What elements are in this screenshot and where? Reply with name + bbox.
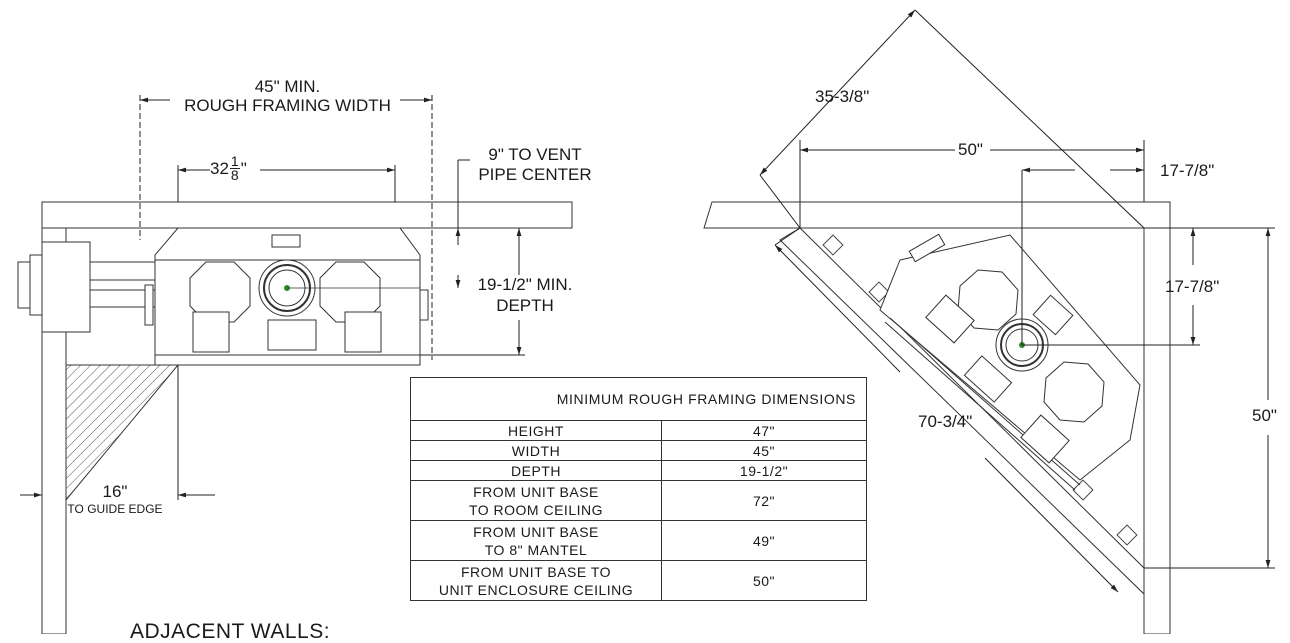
table-row: FROM UNIT BASE TO 8" MANTEL 49" bbox=[410, 520, 867, 561]
corner-top-wall bbox=[703, 201, 1171, 229]
guide-value: 16" bbox=[102, 482, 128, 501]
width-dim-num: 1 bbox=[229, 153, 240, 169]
vent-label: 9" TO VENT PIPE CENTER bbox=[470, 146, 600, 183]
row-label: DEPTH bbox=[410, 460, 662, 481]
row-label-line1: FROM UNIT BASE TO bbox=[460, 563, 612, 580]
corner-diagonal-framing bbox=[779, 227, 1145, 596]
depth-line1: 19-1/2" MIN. bbox=[477, 275, 573, 294]
vent-line1: 9" TO VENT bbox=[488, 145, 582, 164]
table-row: HEIGHT 47" bbox=[410, 420, 867, 441]
table-title: MINIMUM ROUGH FRAMING DIMENSIONS bbox=[410, 377, 867, 421]
guide-text: TO GUIDE EDGE bbox=[67, 502, 163, 516]
width-dim-label: 32 1 8 " bbox=[210, 153, 247, 183]
rough-width-label: 45" MIN. ROUGH FRAMING WIDTH bbox=[170, 78, 405, 114]
corner-diag-long-label: 70-3/4" bbox=[918, 412, 973, 431]
row-value: 45" bbox=[661, 440, 867, 461]
width-dim-whole: 32 bbox=[210, 159, 229, 178]
front-top-beam bbox=[41, 201, 573, 229]
min-framing-table: MINIMUM ROUGH FRAMING DIMENSIONS HEIGHT … bbox=[410, 377, 867, 601]
row-label: FROM UNIT BASE TO UNIT ENCLOSURE CEILING bbox=[410, 560, 662, 601]
row-label-line1: FROM UNIT BASE bbox=[473, 483, 599, 500]
corner-height-side-label: 50" bbox=[1252, 406, 1277, 425]
table-row: FROM UNIT BASE TO UNIT ENCLOSURE CEILING… bbox=[410, 560, 867, 601]
front-hatched-wall bbox=[65, 364, 180, 502]
adjacent-walls-heading: ADJACENT WALLS: bbox=[130, 620, 331, 643]
rough-width-line2: ROUGH FRAMING WIDTH bbox=[184, 96, 391, 115]
row-label: FROM UNIT BASE TO 8" MANTEL bbox=[410, 520, 662, 561]
table-row: WIDTH 45" bbox=[410, 440, 867, 461]
row-value: 19-1/2" bbox=[661, 460, 867, 481]
corner-view bbox=[703, 201, 1171, 634]
row-label-line2: UNIT ENCLOSURE CEILING bbox=[438, 581, 634, 598]
rough-width-line1: 45" MIN. bbox=[254, 77, 321, 96]
front-center-pipe bbox=[258, 259, 420, 317]
row-label: WIDTH bbox=[410, 440, 662, 461]
row-label: HEIGHT bbox=[410, 420, 662, 441]
row-label: FROM UNIT BASE TO ROOM CEILING bbox=[410, 480, 662, 521]
width-dim-suffix: " bbox=[240, 159, 247, 178]
front-vent-pipe bbox=[17, 241, 156, 333]
vent-line2: PIPE CENTER bbox=[478, 165, 592, 184]
guide-label: 16" TO GUIDE EDGE bbox=[50, 483, 180, 515]
corner-octagon-top bbox=[957, 269, 1019, 331]
table-row: FROM UNIT BASE TO ROOM CEILING 72" bbox=[410, 480, 867, 521]
row-value: 49" bbox=[661, 520, 867, 561]
row-label-line2: TO ROOM CEILING bbox=[468, 501, 604, 518]
front-octagon-left bbox=[189, 261, 251, 323]
corner-diag-top-label: 35-3/8" bbox=[815, 87, 870, 106]
front-view bbox=[17, 201, 573, 634]
corner-offset-side-label: 17-7/8" bbox=[1165, 277, 1220, 296]
corner-width-top-label: 50" bbox=[958, 140, 983, 159]
corner-octagon-bottom bbox=[1043, 361, 1105, 423]
table-header-row: MINIMUM ROUGH FRAMING DIMENSIONS bbox=[410, 377, 867, 421]
front-dimensions bbox=[20, 95, 525, 500]
row-label-line2: TO 8" MANTEL bbox=[484, 541, 588, 558]
corner-dimensions bbox=[759, 9, 1275, 593]
width-dim-fraction: 1 8 bbox=[229, 153, 240, 183]
width-dim-den: 8 bbox=[230, 167, 239, 183]
corner-offset-top-label: 17-7/8" bbox=[1160, 161, 1215, 180]
corner-studs bbox=[822, 234, 1138, 546]
table-row: DEPTH 19-1/2" bbox=[410, 460, 867, 481]
row-label-line1: FROM UNIT BASE bbox=[473, 523, 599, 540]
row-value: 72" bbox=[661, 480, 867, 521]
depth-label: 19-1/2" MIN. DEPTH bbox=[465, 276, 585, 314]
row-value: 47" bbox=[661, 420, 867, 441]
row-value: 50" bbox=[661, 560, 867, 601]
depth-line2: DEPTH bbox=[496, 296, 554, 315]
